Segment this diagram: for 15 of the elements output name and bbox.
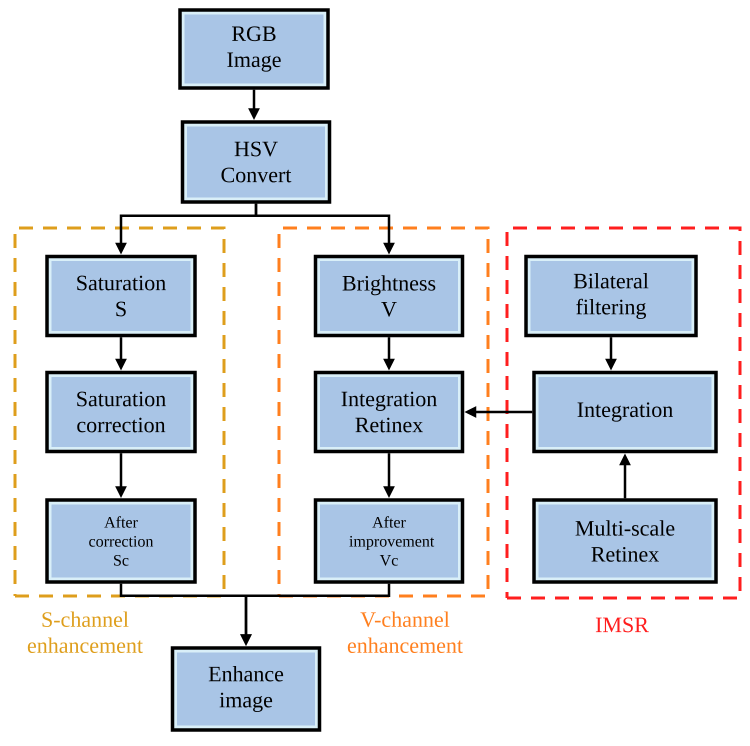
- group-label: S-channel enhancement: [28, 612, 143, 653]
- group-label: IMSR: [596, 618, 649, 632]
- process-box: RGB Image: [178, 8, 330, 90]
- process-box: Enhance image: [170, 646, 322, 732]
- process-box: Saturation correction: [45, 370, 197, 454]
- process-box: After improvement Vc: [314, 498, 464, 584]
- process-box: After correction Sc: [45, 498, 197, 584]
- group-label: V-channel enhancement: [348, 612, 463, 653]
- process-box: HSV Convert: [180, 120, 332, 204]
- process-box: Integration Retinex: [314, 370, 464, 454]
- process-box: Saturation S: [45, 254, 197, 338]
- process-box: Multi-scale Retinex: [532, 498, 718, 584]
- process-box: Bilateral filtering: [524, 254, 698, 338]
- process-box: Integration: [532, 370, 718, 454]
- process-box: Brightness V: [314, 254, 464, 338]
